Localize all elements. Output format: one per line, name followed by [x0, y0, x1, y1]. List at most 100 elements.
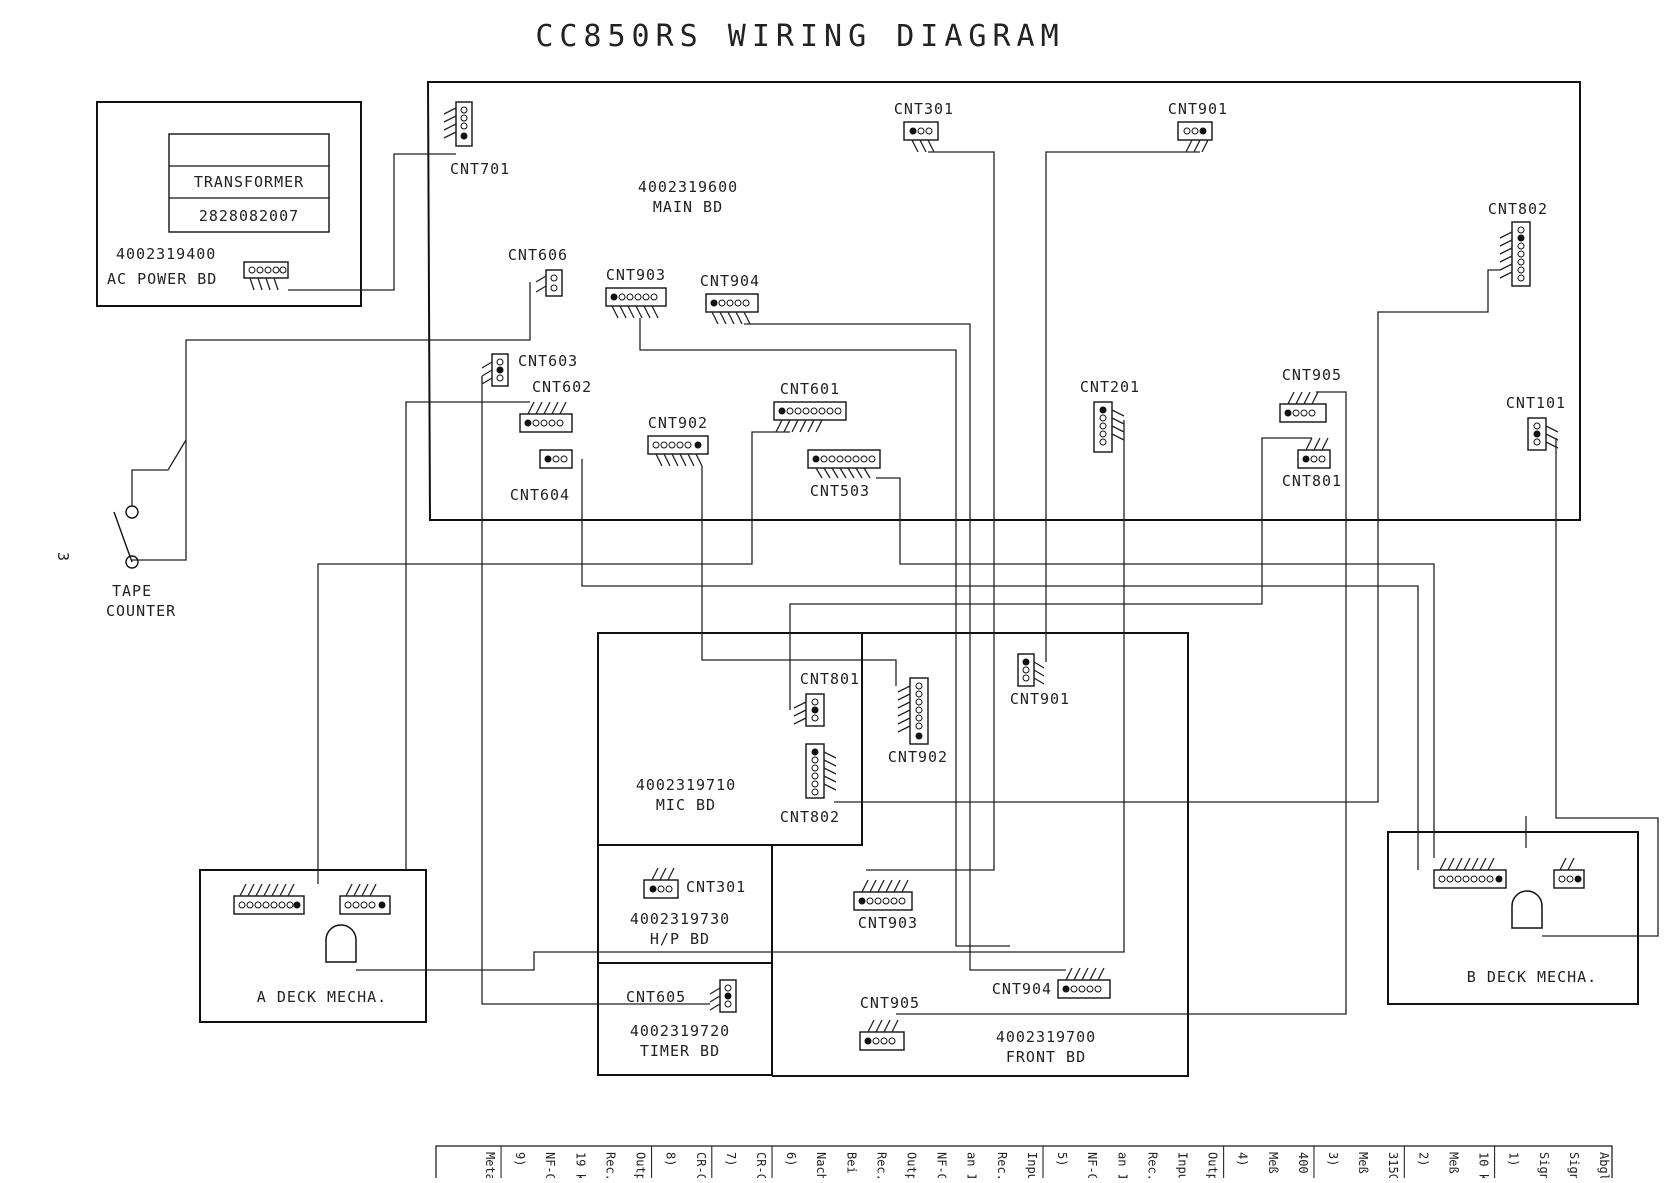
- wire-cnt602-to-a-deck: [405, 401, 530, 870]
- front-board-number: 4002319700: [996, 1028, 1096, 1046]
- hp-cnt301-label: CNT301: [686, 878, 746, 896]
- main-cnt801: CNT801: [1282, 437, 1342, 490]
- main-cnt903: CNT903: [605, 266, 667, 319]
- table-fragment-text: 8): [664, 1152, 678, 1166]
- main-cnt905: CNT905: [1279, 366, 1342, 423]
- b-deck-connector-8pin: [1433, 857, 1507, 889]
- hp-cnt301: CNT301: [643, 867, 746, 899]
- table-fragment-text: Meß: [1446, 1152, 1460, 1174]
- b-deck-head-icon: [1511, 890, 1543, 929]
- main-cnt602-label: CNT602: [532, 378, 592, 396]
- mic-board-name: MIC BD: [656, 796, 716, 814]
- main-cnt604-label: CNT604: [510, 486, 570, 504]
- table-fragment-text: Outp: [1206, 1152, 1220, 1178]
- wire-cnt601-to-a-deck: [317, 431, 790, 884]
- front-cnt905-label: CNT905: [860, 994, 920, 1012]
- main-cnt701: CNT701: [443, 101, 509, 178]
- mic-cnt802-label: CNT802: [780, 808, 840, 826]
- table-fragment-text: 6): [784, 1152, 798, 1166]
- diagram-title: CC850RS WIRING DIAGRAM: [535, 19, 1064, 54]
- main-cnt902-label: CNT902: [648, 414, 708, 432]
- a-deck-mecha-name: A DECK MECHA.: [257, 988, 387, 1006]
- front-cnt904-label: CNT904: [992, 980, 1052, 998]
- front-cnt902: CNT902: [888, 677, 948, 766]
- wire-main-cnt201-to-a-deck-head: [356, 420, 1125, 971]
- table-fragment-text: NF-G: [1085, 1152, 1099, 1178]
- table-fragment-text: NF-G: [543, 1152, 557, 1178]
- front-cnt902-label: CNT902: [888, 748, 948, 766]
- main-cnt101-label: CNT101: [1506, 394, 1566, 412]
- table-fragment-text: Abgl: [1597, 1152, 1611, 1178]
- tape-counter-label-1: TAPE: [112, 582, 152, 600]
- front-cnt901: CNT901: [1010, 653, 1069, 708]
- table-fragment-text: Outp: [634, 1152, 648, 1178]
- a-deck-connector-8pin: [233, 883, 305, 915]
- main-cnt301-label: CNT301: [894, 100, 954, 118]
- table-fragment-text: Signa: [1567, 1152, 1581, 1178]
- table-fragment-text: 7): [724, 1152, 738, 1166]
- main-cnt606-label: CNT606: [508, 246, 568, 264]
- main-cnt802-label: CNT802: [1488, 200, 1548, 218]
- main-cnt801-label: CNT801: [1282, 472, 1342, 490]
- wire-main-cnt801-to-mic-cnt801: [789, 437, 1312, 710]
- timer-cnt605: CNT605: [626, 979, 737, 1013]
- ac-power-board: TRANSFORMER 2828082007 4002319400 AC POW…: [96, 101, 362, 307]
- wire-cnt904-to-front-cnt904: [744, 323, 1066, 971]
- transformer-label: TRANSFORMER: [194, 173, 304, 191]
- table-fragment-text: 400 I: [1296, 1152, 1310, 1178]
- main-cnt904: CNT904: [700, 272, 760, 325]
- wire-main-cnt101-to-b-deck-head: [1542, 438, 1659, 937]
- b-deck-connector-3pin: [1553, 857, 1585, 889]
- wire-ac-power-to-cnt701: [288, 153, 456, 291]
- table-fragment-text: Rec.: [1145, 1152, 1159, 1178]
- main-cnt601-label: CNT601: [780, 380, 840, 398]
- table-fragment-text: an IN: [965, 1152, 979, 1178]
- main-cnt301: CNT301: [894, 100, 954, 153]
- mic-cnt801-label: CNT801: [800, 670, 860, 688]
- mic-board-number: 4002319710: [636, 776, 736, 794]
- main-cnt901: CNT901: [1168, 100, 1227, 153]
- front-cnt903: CNT903: [853, 879, 917, 932]
- wire-cnt603-to-timer-cnt605: [481, 376, 710, 1005]
- front-cnt904: CNT904: [992, 967, 1111, 999]
- table-fragment-text: 3): [1326, 1152, 1340, 1166]
- table-fragment-text: Meß: [1266, 1152, 1280, 1174]
- tape-counter: TAPE COUNTER: [106, 505, 176, 620]
- table-fragment-text: 315C: [1386, 1152, 1400, 1178]
- wire-cnt604-to-b-deck: [581, 459, 1419, 870]
- timer-board: 4002319720 TIMER BD: [597, 962, 773, 1076]
- wire-main-cnt901-to-front-cnt901: [1045, 151, 1200, 662]
- table-fragment-text: CR-C: [754, 1152, 768, 1178]
- a-deck-mecha: A DECK MECHA.: [199, 869, 427, 1023]
- main-cnt101: CNT101: [1506, 394, 1566, 451]
- timer-cnt605-label: CNT605: [626, 988, 686, 1006]
- table-fragment-text: Meta: [483, 1152, 497, 1178]
- main-cnt503-label: CNT503: [810, 482, 870, 500]
- table-fragment-text: CR-C: [694, 1152, 708, 1178]
- front-cnt905: CNT905: [859, 994, 920, 1051]
- b-deck-mecha: B DECK MECHA.: [1387, 831, 1639, 1005]
- main-cnt601: CNT601: [773, 380, 847, 433]
- wire-main-cnt802-to-mic-cnt802: [834, 269, 1500, 803]
- timer-board-number: 4002319720: [630, 1022, 730, 1040]
- tape-counter-label-2: COUNTER: [106, 602, 176, 620]
- a-deck-connector-5pin: [339, 883, 391, 915]
- page-number: 3: [54, 552, 72, 562]
- b-deck-mecha-name: B DECK MECHA.: [1467, 968, 1597, 986]
- wire-cnt903-to-front-cnt903: [639, 318, 1010, 947]
- table-fragment-text: 9): [513, 1152, 527, 1166]
- main-board: 4002319600 MAIN BD: [426, 81, 1581, 521]
- ac-power-board-name: AC POWER BD: [107, 270, 217, 288]
- main-board-name: MAIN BD: [653, 198, 723, 216]
- a-deck-head-icon: [325, 924, 357, 963]
- main-cnt905-label: CNT905: [1282, 366, 1342, 384]
- table-fragment-text: Nach: [814, 1152, 828, 1178]
- mic-cnt802: CNT802: [780, 743, 840, 826]
- table-fragment-text: NF-G: [935, 1152, 949, 1178]
- table-fragment-text: 2): [1416, 1152, 1430, 1166]
- table-fragment-text: Meß: [1356, 1152, 1370, 1174]
- main-cnt904-label: CNT904: [700, 272, 760, 290]
- ac-power-board-number: 4002319400: [116, 245, 216, 263]
